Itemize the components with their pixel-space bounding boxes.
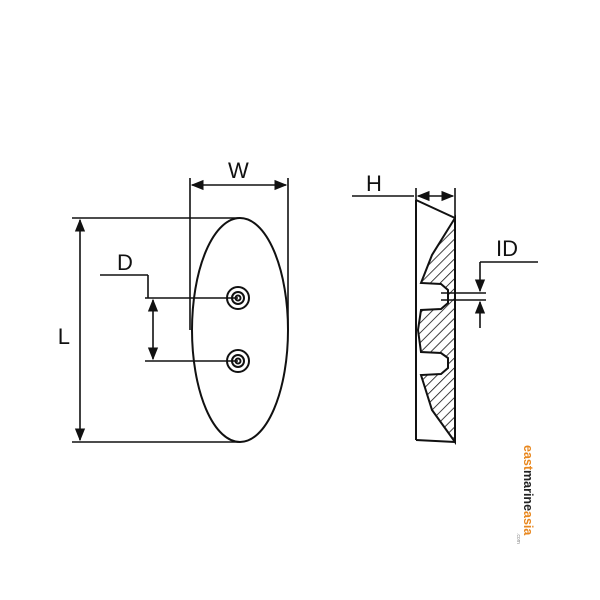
width-dimension	[189, 178, 289, 330]
hole-spacing-label: D	[117, 250, 133, 275]
height-label: H	[366, 171, 382, 196]
watermark-suffix: .com	[515, 533, 521, 544]
width-label: W	[228, 158, 249, 183]
front-view	[191, 217, 289, 443]
svg-text:eastmarineasia: eastmarineasia	[521, 445, 535, 536]
height-dimension	[352, 188, 456, 222]
eastmarineasia-watermark: eastmarineasia .com	[515, 445, 535, 544]
watermark-part3: asia	[521, 511, 535, 536]
watermark-part1: east	[521, 445, 535, 471]
length-label: L	[58, 324, 70, 349]
anode-body-outline	[191, 217, 289, 443]
section-profile	[416, 214, 456, 446]
inner-diameter-dimension	[474, 261, 538, 328]
inner-diameter-label: ID	[496, 236, 518, 261]
side-section-view	[415, 199, 486, 446]
watermark-part2: marine	[521, 470, 535, 511]
hole-spacing-dimension	[100, 274, 238, 362]
length-dimension	[72, 217, 240, 443]
